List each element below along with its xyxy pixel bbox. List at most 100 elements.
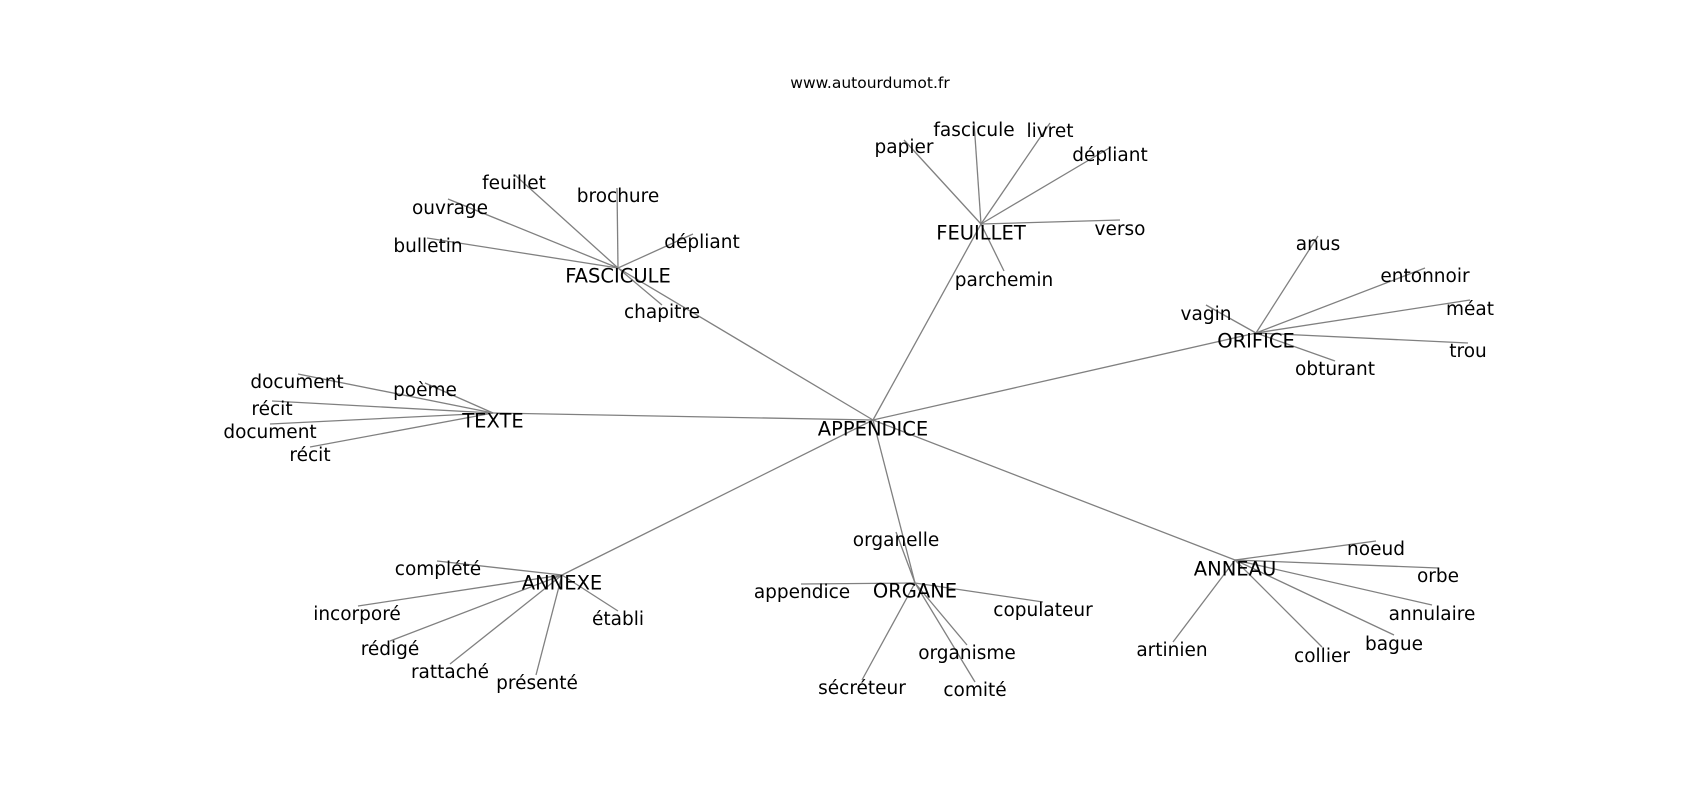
edge-orifice-to-leaf [1255, 332, 1469, 344]
leaf-node: chapitre [624, 302, 700, 323]
leaf-node: dépliant [664, 232, 739, 253]
leaf-node: obturant [1295, 359, 1375, 380]
edge-center-to-annexe [561, 419, 874, 576]
edge-fascicule-to-leaf [447, 198, 619, 269]
leaf-node: dépliant [1072, 145, 1147, 166]
leaf-node: méat [1446, 299, 1494, 320]
edge-fascicule-to-leaf [514, 174, 619, 269]
edge-orifice-to-leaf [1255, 235, 1319, 334]
edge-feuillet-to-leaf [980, 219, 1121, 225]
edge-anneau-to-leaf [1234, 559, 1439, 569]
leaf-node: document [223, 422, 316, 443]
leaf-node: récit [289, 445, 330, 466]
leaf-node: rédigé [361, 639, 420, 660]
edge-texte-to-leaf [269, 412, 494, 425]
edge-fascicule-to-leaf [426, 237, 619, 269]
leaf-node: organelle [853, 530, 939, 551]
leaf-node: orbe [1417, 566, 1459, 587]
edge-orifice-to-leaf [1255, 332, 1336, 362]
edge-orifice-to-leaf [1255, 267, 1426, 334]
leaf-node: appendice [754, 582, 850, 603]
edge-feuillet-to-leaf [980, 122, 1051, 225]
edge-anneau-to-leaf [1234, 540, 1377, 561]
leaf-node: noeud [1347, 539, 1405, 560]
edge-organe-to-leaf [895, 531, 916, 584]
leaf-node: fascicule [933, 120, 1014, 141]
leaf-node: feuillet [482, 173, 546, 194]
edge-feuillet-to-leaf [980, 146, 1112, 225]
edge-annexe-to-leaf [535, 574, 563, 676]
edge-center-to-organe [872, 419, 916, 584]
edge-fascicule-to-leaf [617, 267, 663, 306]
edge-organe-to-leaf [914, 582, 1044, 603]
leaf-node: document [250, 372, 343, 393]
leaf-node: brochure [577, 186, 659, 207]
leaf-node: incorporé [313, 604, 401, 625]
site-watermark: www.autourdumot.fr [790, 74, 950, 92]
edge-fascicule-to-leaf [616, 187, 619, 269]
edge-orifice-to-leaf [1255, 299, 1471, 334]
leaf-node: parchemin [955, 270, 1053, 291]
leaf-node: entonnoir [1380, 266, 1470, 287]
edge-annexe-to-leaf [561, 574, 619, 612]
leaf-node: verso [1095, 219, 1146, 240]
edge-center-to-fascicule [617, 267, 874, 421]
leaf-node: bague [1365, 634, 1423, 655]
leaf-node: copulateur [993, 600, 1093, 621]
edge-anneau-to-leaf [1234, 559, 1323, 648]
edge-annexe-to-leaf [436, 560, 563, 576]
leaf-node: sécréteur [818, 678, 906, 699]
leaf-node: organisme [918, 643, 1016, 664]
hub-node-annexe: ANNEXE [522, 572, 603, 595]
edge-center-to-feuillet [872, 223, 982, 421]
edge-anneau-to-leaf [1172, 559, 1236, 643]
leaf-node: présenté [496, 673, 578, 694]
leaf-node: rattaché [411, 662, 489, 683]
hub-node-feuillet: FEUILLET [936, 222, 1026, 245]
leaf-node: papier [875, 137, 934, 158]
leaf-node: comité [943, 680, 1006, 701]
hub-node-anneau: ANNEAU [1194, 558, 1276, 581]
leaf-node: poème [393, 380, 457, 401]
leaf-node: bulletin [393, 236, 462, 257]
edge-organe-to-leaf [861, 582, 916, 681]
edges-layer [269, 121, 1471, 683]
hub-node-orifice: ORIFICE [1217, 330, 1295, 353]
leaf-node: complété [395, 559, 481, 580]
edge-texte-to-leaf [309, 412, 494, 448]
edge-center-to-texte [492, 412, 874, 421]
labels-layer: www.autourdumot.fr FASCICULE feuillet broc… [223, 74, 1494, 701]
leaf-node: trou [1449, 341, 1487, 362]
edge-annexe-to-leaf [357, 574, 563, 607]
leaf-node: annulaire [1389, 604, 1476, 625]
leaf-node: vagin [1181, 304, 1232, 325]
edge-organe-to-leaf [914, 582, 968, 646]
hub-node-organe: ORGANE [873, 580, 957, 603]
leaf-node: ouvrage [412, 198, 488, 219]
edge-feuillet-to-leaf [973, 121, 982, 225]
center-node: APPENDICE [818, 418, 928, 441]
edge-texte-to-leaf [424, 382, 494, 414]
edge-annexe-to-leaf [389, 574, 563, 642]
edge-center-to-anneau [872, 419, 1236, 561]
hub-node-texte: TEXTE [461, 410, 523, 433]
edge-feuillet-to-leaf [980, 223, 1005, 272]
edge-texte-to-leaf [297, 373, 494, 414]
edge-organe-to-leaf [914, 582, 976, 683]
hub-node-fascicule: FASCICULE [565, 265, 671, 288]
edge-orifice-to-leaf [1205, 304, 1257, 334]
leaf-node: artinien [1136, 640, 1207, 661]
leaf-node: établi [592, 609, 644, 630]
edge-center-to-orifice [872, 332, 1257, 421]
leaf-node: récit [251, 399, 292, 420]
edge-texte-to-leaf [271, 400, 494, 414]
leaf-node: anus [1296, 234, 1340, 255]
edge-anneau-to-leaf [1234, 559, 1433, 606]
leaf-node: collier [1294, 646, 1350, 667]
leaf-node: livret [1026, 121, 1073, 142]
edge-organe-to-leaf [800, 582, 916, 585]
edge-anneau-to-leaf [1234, 559, 1395, 636]
edge-feuillet-to-leaf [903, 139, 982, 225]
edge-fascicule-to-leaf [617, 233, 694, 269]
